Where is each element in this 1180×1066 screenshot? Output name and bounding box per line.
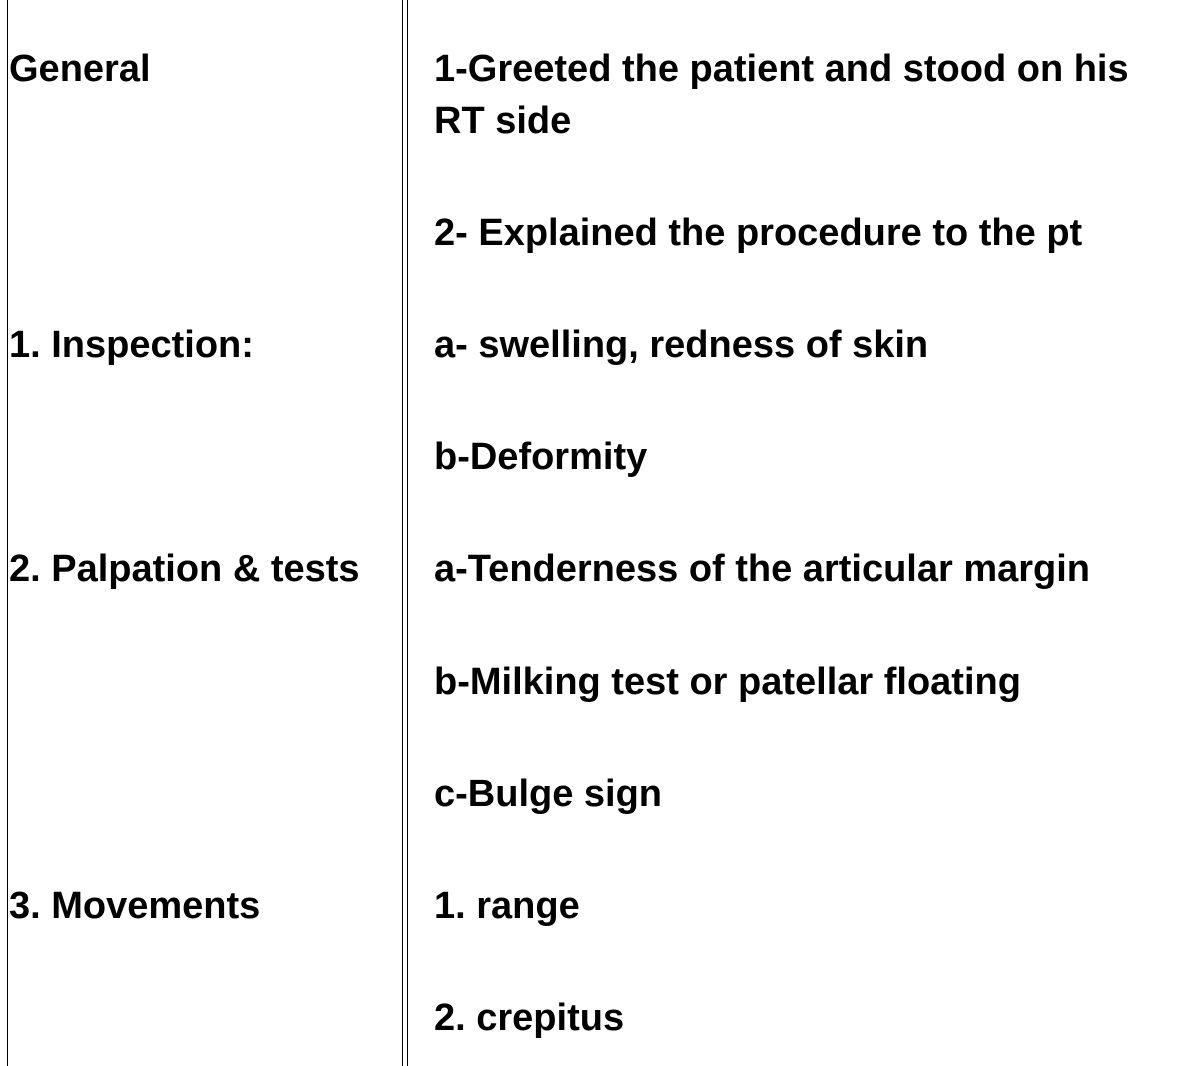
- checklist-item: a-Tenderness of the articular margin: [434, 548, 1091, 590]
- table-left-border: [7, 0, 8, 1066]
- section-label-inspection: 1. Inspection:: [9, 324, 254, 366]
- checklist-item: 1. range: [434, 885, 580, 927]
- checklist-item: 2. crepitus: [434, 997, 625, 1039]
- section-label-movements: 3. Movements: [9, 885, 261, 927]
- column-divider: [402, 0, 403, 1066]
- checklist-item: a- swelling, redness of skin: [434, 324, 929, 366]
- checklist-item: b-Milking test or patellar floating: [434, 661, 1021, 703]
- section-label-palpation: 2. Palpation & tests: [9, 548, 360, 590]
- checklist-item: 1-Greeted the patient and stood on his R…: [434, 48, 1129, 142]
- checklist-item: 2- Explained the procedure to the pt: [434, 212, 1083, 254]
- section-label-general: General: [9, 48, 151, 90]
- checklist-item: b-Deformity: [434, 436, 648, 478]
- column-divider: [407, 0, 408, 1066]
- checklist-item: c-Bulge sign: [434, 773, 663, 815]
